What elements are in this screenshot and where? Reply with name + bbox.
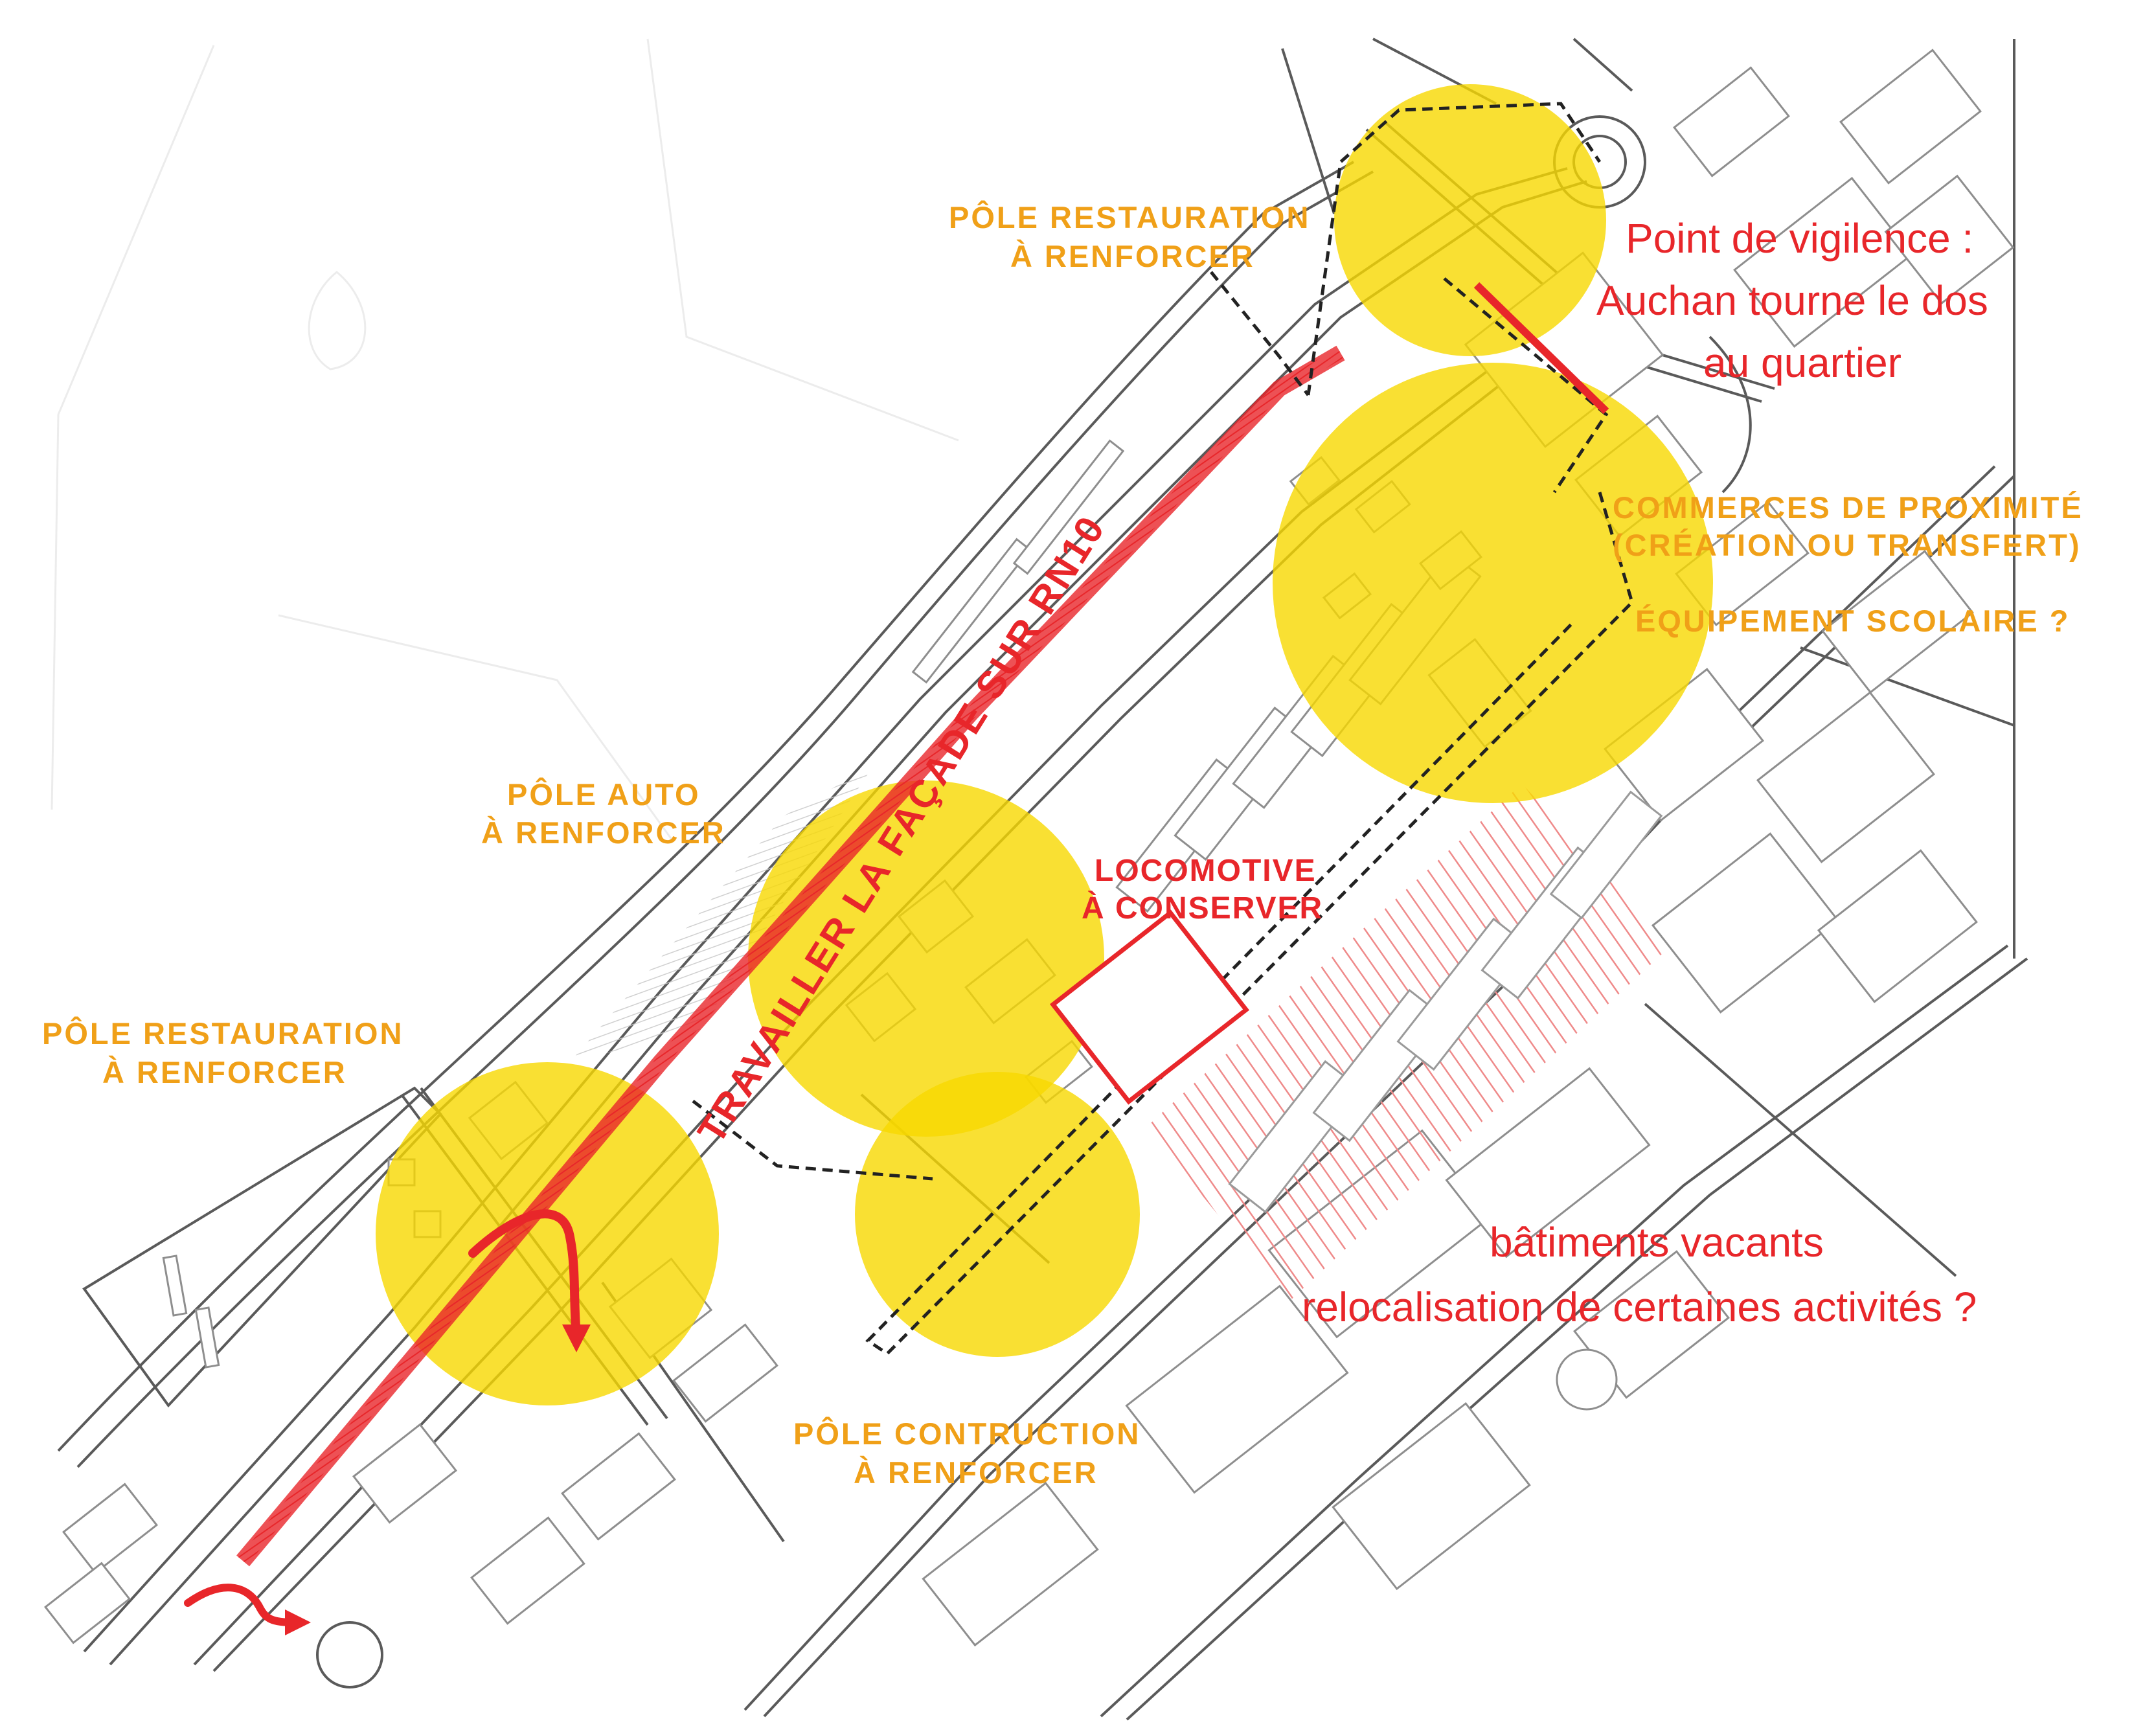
pole-restauration-left-line2: À RENFORCER [102, 1055, 347, 1089]
batiments-line2: relocalisation de certaines activités ? [1302, 1284, 1977, 1330]
auchan-edge [1473, 282, 1609, 415]
pole-restauration-ne [1334, 84, 1606, 356]
commerces-line2: (CRÉATION OU TRANSFERT) [1613, 528, 2081, 562]
pole-auto-line2: À RENFORCER [481, 815, 726, 850]
vigilance-line1: Point de vigilence : [1626, 215, 1973, 262]
pole-commerces [1273, 363, 1713, 803]
commerces-line1: COMMERCES DE PROXIMITÉ [1613, 490, 2083, 525]
pole-auto-line1: PÔLE AUTO [507, 777, 701, 812]
locomotive-line1: LOCOMOTIVE [1095, 854, 1317, 888]
background-parcels [51, 38, 959, 843]
locomotive-line2: À CONSERVER [1082, 891, 1323, 926]
turn-arrow-bottom-icon [184, 1584, 311, 1635]
rn10-facade-band [236, 345, 1345, 1567]
pole-construction-line1: PÔLE CONTRUCTION [793, 1416, 1140, 1451]
pole-construction-line2: À RENFORCER [854, 1455, 1098, 1490]
pole-restauration-top-line1: PÔLE RESTAURATION [949, 200, 1310, 234]
study-perimeter [692, 102, 1634, 1356]
equipement-scolaire: ÉQUIPEMENT SCOLAIRE ? [1635, 604, 2070, 638]
turn-arrow-top-icon [468, 1209, 591, 1352]
pole-circles [376, 84, 1713, 1405]
pole-restauration-sw [376, 1062, 719, 1405]
vigilance-line2: Auchan tourne le dos [1596, 277, 1988, 324]
vacant-buildings-zone [1146, 784, 1671, 1302]
batiments-line1: bâtiments vacants [1490, 1219, 1824, 1266]
pole-restauration-left-line1: PÔLE RESTAURATION [42, 1016, 403, 1051]
pole-construction [855, 1072, 1140, 1357]
pole-restauration-top-line2: À RENFORCER [1010, 239, 1255, 273]
locomotive-building [1049, 909, 1250, 1105]
vigilance-line3: au quartier [1703, 339, 1901, 386]
